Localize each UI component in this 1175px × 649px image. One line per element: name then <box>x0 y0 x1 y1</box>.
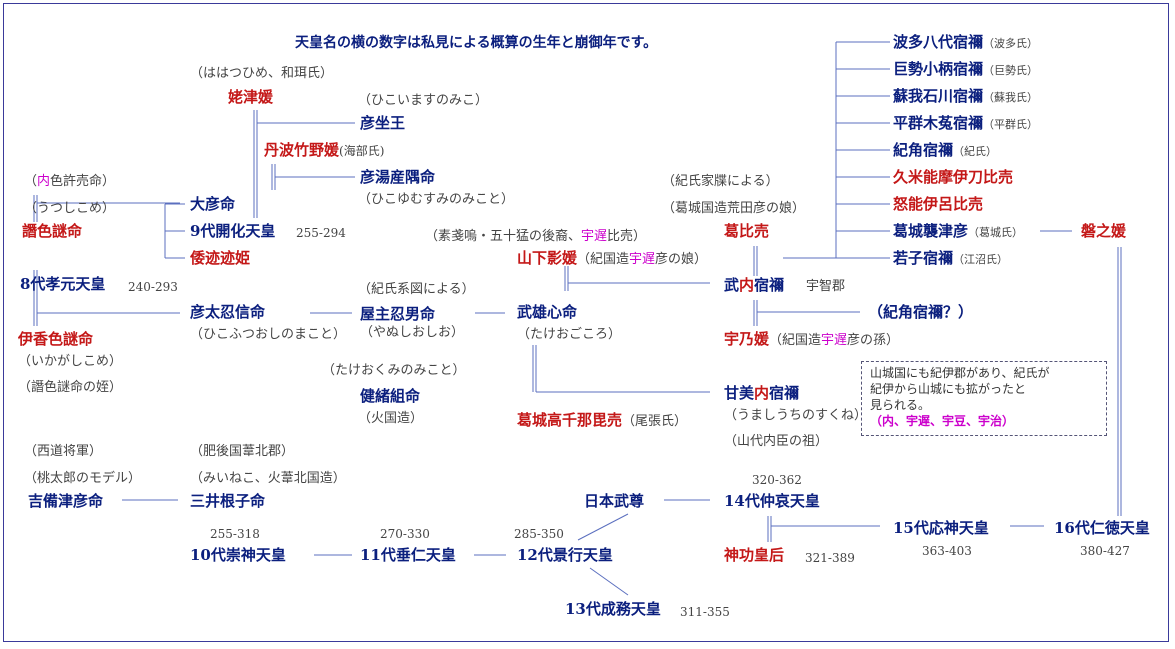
son-name: 若子宿禰 <box>893 249 954 267</box>
jingu-name: 神功皇后 <box>724 546 785 564</box>
son-item: 怒能伊呂比売 <box>893 194 983 214</box>
ikagashikome-reading: （いかがしこめ） <box>18 354 123 369</box>
son-item: 葛城襲津彦（葛城氏） <box>893 221 1023 243</box>
note-line-2: 紀伊から山城にも拡がったと <box>870 382 1027 396</box>
note-line-3: 見られる。 <box>870 398 931 412</box>
yamatoto-name: 倭迹迹姫 <box>190 249 251 267</box>
chart-header: 天皇名の横の数字は私見による概算の生年と崩御年です。 <box>295 35 658 51</box>
son-clan: （紀氏） <box>953 145 998 158</box>
son-clan: （平群氏） <box>983 118 1039 131</box>
son-item: 巨勢小柄宿禰（巨勢氏） <box>893 59 1038 81</box>
diagram-frame <box>3 3 1169 642</box>
son-clan: （葛城氏） <box>968 226 1024 239</box>
yanushi-reading: （やぬしおしお） <box>360 325 465 340</box>
hahatsuhime-reading: （ははつひめ、和珥氏） <box>190 66 334 81</box>
kogen-years: 240-293 <box>128 280 178 294</box>
mimineko-reading: （みいねこ、火葦北国造） <box>190 471 346 486</box>
kaika-years: 255-294 <box>296 226 346 240</box>
sujin-years: 255-318 <box>210 527 260 541</box>
son-name: 波多八代宿禰 <box>893 33 984 51</box>
unohime-name: 宇乃媛（紀国造宇遅彦の孫） <box>724 330 900 348</box>
son-clan: （波多氏） <box>983 37 1039 50</box>
utsushikome-reading: （うつしこめ） <box>24 201 116 216</box>
hikoyu-name: 彦湯産隅命 <box>360 168 436 186</box>
ujihime-note: （素戔嗚・五十猛の後裔、宇遅比売） <box>425 229 647 244</box>
hikoimasu-name: 彦坐王 <box>360 114 406 132</box>
tanba-name: 丹波竹野媛(海部氏) <box>264 141 385 159</box>
ikagashikome-name: 伊香色謎命 <box>18 330 94 348</box>
son-name: 葛城襲津彦 <box>893 222 969 240</box>
umashiuchi-note: （山代内臣の祖） <box>724 434 829 449</box>
suinin-name: 11代垂仁天皇 <box>360 546 456 564</box>
saido-note: （西道将軍） <box>24 444 103 459</box>
son-name: 久米能摩伊刀比売 <box>893 168 1014 186</box>
son-name: 蘇我石川宿禰 <box>893 87 984 105</box>
mimineko-name: 三井根子命 <box>190 492 266 510</box>
yanushi-name: 屋主忍男命 <box>360 305 436 323</box>
son-item: 若子宿禰（江沼氏） <box>893 248 1008 270</box>
iroshikome-name: （内色許売命） <box>24 174 116 189</box>
uji-district: 宇智郡 <box>806 279 846 294</box>
son-name: 巨勢小柄宿禰 <box>893 60 984 78</box>
seimu-years: 311-355 <box>680 605 730 619</box>
takeshi-kokoro-name: 武雄心命 <box>517 303 578 321</box>
takeshi-kokoro-reading: （たけおごころ） <box>517 327 622 342</box>
son-clan: （江沼氏） <box>953 253 1009 266</box>
hahatsuhime-name: 姥津媛 <box>228 88 274 106</box>
kishi-kacho-note: （紀氏家牒による） <box>662 174 779 189</box>
takeokumi-reading: （たけおくみのみこと） <box>322 363 466 378</box>
katsuragi-note: （葛城国造荒田彦の娘） <box>662 201 806 216</box>
son-item: 久米能摩伊刀比売 <box>893 167 1013 187</box>
umashiuchi-reading: （うましうちのすくね） <box>724 408 868 423</box>
ojin-years: 363-403 <box>922 544 972 558</box>
son-clan: （蘇我氏） <box>983 91 1039 104</box>
momotaro-note: （桃太郎のモデル） <box>24 471 142 486</box>
son-item: 紀角宿禰（紀氏） <box>893 140 997 162</box>
son-item: 平群木菟宿禰（平群氏） <box>893 113 1038 135</box>
higo-note: （肥後国葦北郡） <box>190 444 295 459</box>
takeokumi-note: （火国造） <box>358 411 424 426</box>
kishi-keizu-note: （紀氏系図による） <box>358 282 475 297</box>
kaika-name: 9代開化天皇 <box>190 222 276 240</box>
keiko-name: 12代景行天皇 <box>517 546 613 564</box>
nintoku-name: 16代仁徳天皇 <box>1054 519 1150 537</box>
kibitsu-name: 吉備津彦命 <box>28 492 104 510</box>
son-item: 蘇我石川宿禰（蘇我氏） <box>893 86 1038 108</box>
haniyasu-name: 譖色謎命 <box>22 222 83 240</box>
hikoyu-reading: （ひこゆむすみのみこと） <box>358 192 515 207</box>
yamashita-name: 山下影媛（紀国造宇遅彦の娘） <box>517 249 708 267</box>
kino-tsuno-question: （紀角宿禰？） <box>868 303 974 321</box>
son-name: 平群木菟宿禰 <box>893 114 984 132</box>
kogen-name: 8代孝元天皇 <box>20 275 106 293</box>
son-name: 紀角宿禰 <box>893 141 954 159</box>
chuai-years: 320-362 <box>752 473 802 487</box>
umashiuchi-name: 甘美内宿禰 <box>724 384 800 402</box>
ooohiko-name: 大彦命 <box>190 195 236 213</box>
keiko-years: 285-350 <box>514 527 564 541</box>
son-name: 怒能伊呂比売 <box>893 195 984 213</box>
jingu-years: 321-389 <box>805 551 855 565</box>
note-line-4: （内、宇遅、宇豆、宇治） <box>870 414 1015 428</box>
seimu-name: 13代成務天皇 <box>565 600 661 618</box>
yamashiro-note-box: 山城国にも紀伊郡があり、紀氏が 紀伊から山城にも拡がったと 見られる。 （内、宇… <box>861 361 1107 436</box>
ojin-name: 15代応神天皇 <box>893 519 989 537</box>
hikoimasu-reading: （ひこいますのみこ） <box>358 93 489 108</box>
suinin-years: 270-330 <box>380 527 430 541</box>
ikagashikome-note: （譖色謎命の姪） <box>18 380 123 395</box>
yamato-takeru-name: 日本武尊 <box>584 492 645 510</box>
nintoku-years: 380-427 <box>1080 544 1130 558</box>
takeokumi-name: 健緒組命 <box>360 387 421 405</box>
hikofutsu-reading: （ひこふつおしのまこと） <box>190 327 347 342</box>
takeuchi-name: 武内宿禰 <box>724 276 785 294</box>
chuai-name: 14代仲哀天皇 <box>724 492 820 510</box>
note-line-1: 山城国にも紀伊郡があり、紀氏が <box>870 366 1050 380</box>
iwanohime-name: 磐之媛 <box>1081 222 1127 240</box>
son-item: 波多八代宿禰（波多氏） <box>893 32 1038 54</box>
kaguhime-name: 葛比売 <box>724 222 770 240</box>
son-clan: （巨勢氏） <box>983 64 1039 77</box>
takachina-name: 葛城高千那毘売（尾張氏） <box>517 411 688 429</box>
sujin-name: 10代崇神天皇 <box>190 546 286 564</box>
hikofutsu-name: 彦太忍信命 <box>190 303 266 321</box>
